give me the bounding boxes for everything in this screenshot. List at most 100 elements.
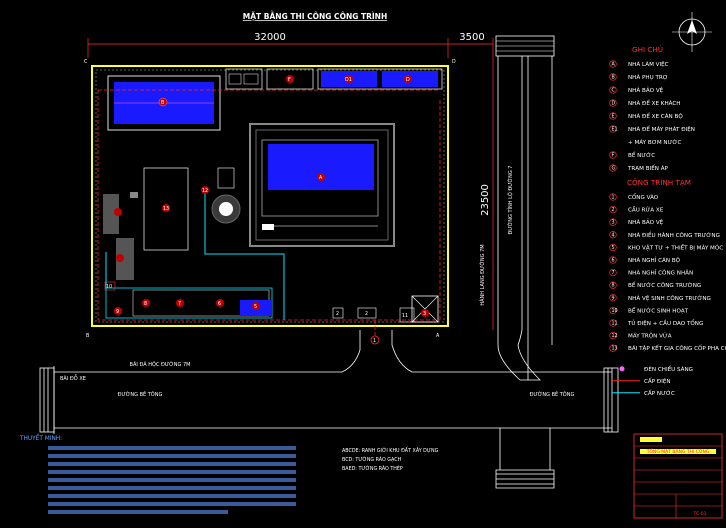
legend-a-mark-text-5: E1 (612, 127, 618, 133)
legend-b-mark-text-0: 1 (612, 195, 615, 201)
marker-9: 9 (116, 309, 119, 315)
storage-left (103, 192, 138, 280)
legend-b-label-8: NHÀ VỆ SINH CÔNG TRƯỜNG (628, 294, 711, 302)
notes-block: THUYẾT MINH: ABCDE: RANH GIỚI KHU ĐẤT XÂ… (19, 434, 439, 514)
legend-a-mark-1 (609, 73, 617, 81)
legend-b-label-3: NHÀ ĐIỀU HÀNH CÔNG TRƯỜNG (628, 231, 720, 239)
legend-symbol-0: ĐÈN CHIẾU SÁNG (644, 365, 693, 373)
dim-width-extra: 3500 (459, 32, 484, 43)
legend-symbol-1: CẤP ĐIỆN (644, 377, 671, 385)
road-right: ĐƯỜNG TỈNH LỘ ĐƯỜNG 7 (495, 35, 555, 381)
legend-a-label-0: NHÀ LÀM VIỆC (628, 60, 669, 68)
legend-a-mark-8 (609, 164, 617, 172)
legend-b-mark-8 (609, 294, 617, 302)
road-h-right-label: ĐƯỜNG BÊ TÔNG (530, 390, 575, 398)
marker-6: 6 (218, 301, 221, 307)
legend-a-label-6: + MÁY BƠM NƯỚC (628, 139, 682, 146)
legend-b-mark-3 (609, 231, 617, 239)
dimension-width: 32000 3500 (87, 32, 494, 70)
drawing-title: MẶT BẰNG THI CÔNG CÔNG TRÌNH (243, 11, 387, 21)
small-boxes-gate: 2 2 11 3 (332, 295, 439, 323)
legend-a-mark-text-8: G (612, 166, 616, 172)
dim-height-main: 23500 (480, 184, 491, 216)
legend-b-mark-text-3: 4 (612, 232, 615, 238)
gate-marker (370, 335, 380, 345)
legend-b-mark-7 (609, 281, 617, 289)
legend-heading-temp: CÔNG TRÌNH TẠM (627, 178, 691, 187)
north-arrow-icon (672, 12, 712, 52)
legend-b-label-10: TỦ ĐIỆN + CẦU DAO TỔNG (627, 319, 703, 327)
title-block-sheet: TC-01 (693, 511, 707, 517)
legend-b-label-9: BỂ NƯỚC SINH HOẠT (628, 306, 689, 314)
mixer-area: 12 (201, 167, 241, 224)
legend-b-mark-text-2: 3 (612, 220, 615, 226)
marker-1: 1 (373, 338, 376, 344)
legend-a-mark-text-1: B (612, 75, 615, 81)
legend-a-mark-2 (609, 86, 617, 94)
marker-f: F (288, 77, 291, 83)
legend-b-label-1: CẦU RỬA XE (628, 206, 664, 214)
water-lines (105, 194, 285, 320)
legend-a-mark-text-7: F (612, 153, 615, 159)
legend-a-mark-3 (609, 99, 617, 107)
legend-b-mark-11 (609, 331, 617, 340)
power-lines (97, 89, 441, 336)
legend-a-mark-text-2: C (612, 88, 616, 94)
note-line-1: BCD: TƯỜNG RÀO GẠCH (342, 456, 402, 463)
legend-a-mark-7 (609, 151, 617, 159)
title-block-name: TỔNG MẶT BẰNG THI CÔNG (646, 447, 710, 455)
lamp-icon (619, 366, 625, 372)
stockyard-13: 13 (143, 167, 189, 251)
marker-13: 13 (163, 206, 169, 212)
legend-a-mark-text-3: D (612, 101, 616, 107)
legend-a-mark-5 (609, 125, 617, 133)
legend-b-mark-text-6: 7 (612, 270, 615, 276)
legend-b-label-11: MÁY TRỘN VỮA (628, 333, 672, 340)
legend-a-mark-text-0: A (612, 62, 616, 68)
legend-symbol-2: CẤP NƯỚC (644, 389, 675, 397)
title-block: TỔNG MẶT BẰNG THI CÔNG TC-01 (633, 433, 723, 519)
legend-heading-notes: GHI CHÚ (632, 45, 663, 54)
building-d1-d: D1 D (317, 68, 443, 90)
legend-b-label-12: BÃI TẬP KẾT GIA CÔNG CỐP PHA CỐT THÉP (628, 344, 726, 352)
road-h-left-label: ĐƯỜNG BÊ TÔNG (118, 390, 163, 398)
legend-a-label-1: NHÀ PHỤ TRỢ (628, 74, 668, 81)
legend-b-mark-text-1: 2 (612, 207, 615, 213)
road-h-top-label: BÃI ĐÁ HỘC ĐƯỜNG 7M (130, 361, 191, 368)
legend-b-mark-6 (609, 268, 617, 277)
road-horizontal (39, 330, 619, 489)
legend-a-label-3: NHÀ ĐỂ XE KHÁCH (628, 99, 681, 107)
corner-c: C (84, 59, 88, 65)
small-buildings-top: F (225, 68, 314, 90)
corner-b: B (86, 333, 89, 339)
marker-8: 8 (144, 301, 147, 307)
legend-a-label-8: TRẠM BIẾN ÁP (627, 164, 669, 172)
legend-b-mark-text-5: 6 (612, 258, 615, 264)
legend-b-mark-text-7: 8 (612, 283, 615, 289)
note-line-2: BAED: TƯỜNG RÀO THÉP (342, 464, 403, 472)
legend-a-label-7: BỂ NƯỚC (628, 151, 655, 159)
corner-d: D (452, 59, 456, 65)
legend-b-label-0: CỔNG VÀO (628, 193, 659, 201)
legend-b-mark-text-9: 10 (612, 308, 618, 314)
marker-12: 12 (202, 188, 208, 194)
notes-redacted-lines (48, 446, 296, 514)
legend-b-mark-2 (609, 218, 617, 226)
legend-a-label-4: NHÀ ĐỂ XE CÁN BỘ (628, 112, 683, 120)
marker-11: 11 (402, 313, 408, 319)
marker-b: B (161, 100, 164, 106)
legend-b-label-6: NHÀ NGHỈ CÔNG NHÂN (628, 269, 693, 277)
legend-b-mark-text-10: 11 (612, 321, 618, 327)
legend-b-mark-5 (609, 256, 617, 264)
legend: GHI CHÚ A NHÀ LÀM VIỆC B NHÀ PHỤ TRỢ C NHÀ BẢO… (609, 45, 726, 397)
corner-a: A (436, 333, 440, 339)
road-inner-label: HÀNH LANG ĐƯỜNG 7M (479, 244, 486, 305)
note-line-0: ABCDE: RANH GIỚI KHU ĐẤT XÂY DỰNG (342, 446, 439, 454)
road-right-label: ĐƯỜNG TỈNH LỘ ĐƯỜNG 7 (506, 166, 514, 235)
marker-5: 5 (254, 304, 257, 310)
legend-b-mark-text-11: 12 (612, 333, 618, 339)
marker-10: 10 (106, 284, 112, 290)
legend-b-label-2: NHÀ BẢO VỆ (628, 218, 664, 226)
